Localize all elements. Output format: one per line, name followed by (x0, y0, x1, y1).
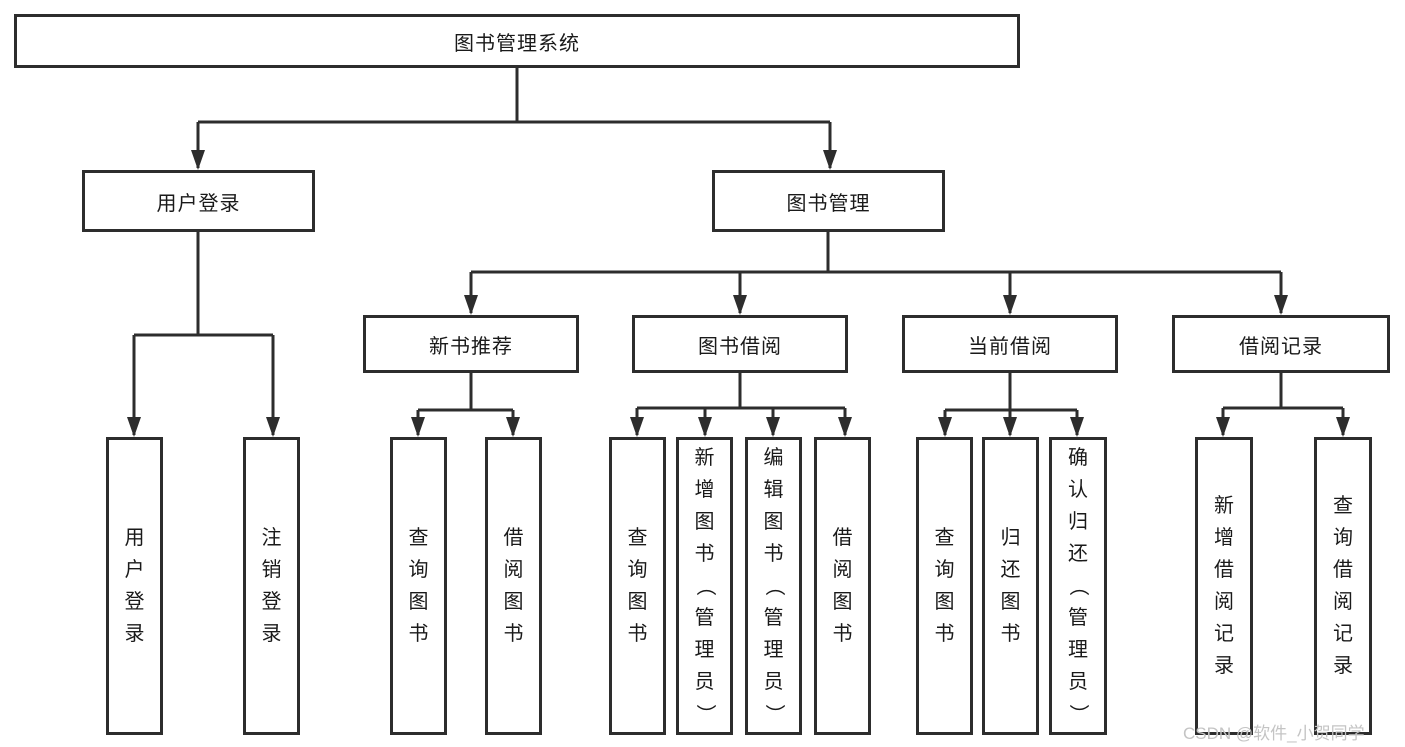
node-book-management: 图书管理 (712, 170, 945, 232)
node-borrow-records: 借阅记录 (1172, 315, 1390, 373)
node-book-borrow: 图书借阅 (632, 315, 848, 373)
node-label: 借阅图书 (832, 527, 853, 645)
node-current-borrow: 当前借阅 (902, 315, 1118, 373)
leaf-borrow-books: 借阅图书 (814, 437, 871, 735)
node-label: 用户登录 (124, 527, 145, 645)
node-label: 当前借阅 (968, 335, 1052, 358)
node-label: 图书管理系统 (454, 32, 580, 55)
node-label: 新书推荐 (429, 335, 513, 358)
leaf-add-books-admin: 新增图书（管理员） (676, 437, 733, 735)
node-label: 编辑图书（管理员） (762, 447, 785, 724)
leaf-query-borrow-record: 查询借阅记录 (1314, 437, 1372, 735)
node-label: 图书借阅 (698, 335, 782, 358)
node-system-root: 图书管理系统 (14, 14, 1020, 68)
node-label: 借阅记录 (1239, 335, 1323, 358)
node-label: 借阅图书 (503, 527, 524, 645)
leaf-confirm-return-admin: 确认归还（管理员） (1049, 437, 1107, 735)
leaf-borrow-books: 借阅图书 (485, 437, 542, 735)
leaf-query-books: 查询图书 (609, 437, 666, 735)
node-user-login: 用户登录 (82, 170, 315, 232)
node-label: 查询图书 (408, 527, 429, 645)
node-label: 查询借阅记录 (1333, 495, 1353, 677)
leaf-edit-books-admin: 编辑图书（管理员） (745, 437, 802, 735)
leaf-return-books: 归还图书 (982, 437, 1039, 735)
node-new-book-recommend: 新书推荐 (363, 315, 579, 373)
leaf-logout: 注销登录 (243, 437, 300, 735)
node-label: 归还图书 (1000, 527, 1021, 645)
node-label: 新增借阅记录 (1214, 495, 1234, 677)
leaf-user-login: 用户登录 (106, 437, 163, 735)
csdn-watermark: CSDN @软件_小贺同学 (1183, 724, 1365, 743)
node-label: 查询图书 (627, 527, 648, 645)
node-label: 新增图书（管理员） (693, 447, 716, 724)
arrowheads (127, 150, 1350, 437)
node-label: 用户登录 (156, 192, 241, 215)
leaf-add-borrow-record: 新增借阅记录 (1195, 437, 1253, 735)
leaf-query-books: 查询图书 (916, 437, 973, 735)
node-label: 注销登录 (261, 527, 282, 645)
node-label: 查询图书 (934, 527, 955, 645)
leaf-query-books: 查询图书 (390, 437, 447, 735)
node-label: 确认归还（管理员） (1067, 447, 1089, 724)
node-label: 图书管理 (786, 192, 871, 215)
